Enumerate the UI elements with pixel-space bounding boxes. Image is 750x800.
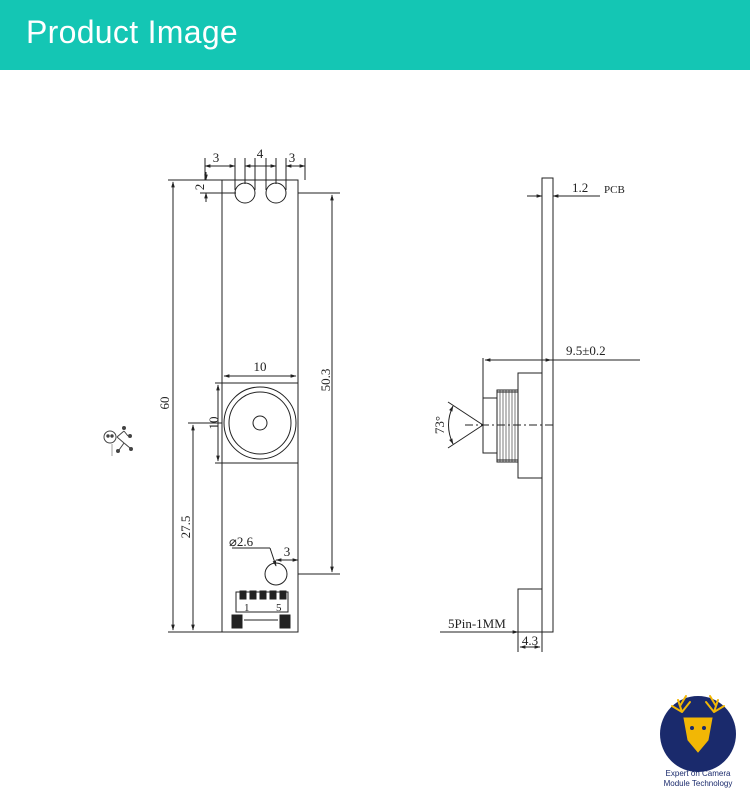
- mount-hole: [264, 562, 288, 586]
- dim-mount-hole-diameter: ⌀2.6: [229, 534, 254, 549]
- dim-pcb-thickness: 1.2: [572, 180, 588, 195]
- side-figure-icon: [103, 426, 133, 456]
- side-view-dimension-labels: 1.2 PCB 9.5±0.2 73° 5Pin-1MM 4.3: [432, 180, 625, 648]
- dim-connector-label: 5Pin-1MM: [448, 616, 506, 631]
- front-view: [168, 158, 340, 633]
- deer-icon: [671, 695, 725, 753]
- front-pcb-outline: [221, 179, 299, 633]
- top-hole-left: [234, 182, 256, 204]
- pin-first-label: 1: [244, 602, 250, 614]
- connector-pad-right: [279, 614, 291, 629]
- dim-hole-offset-left: 3: [213, 150, 220, 165]
- dim-bottom-to-lens: 27.5: [178, 516, 193, 539]
- front-view-dimension-labels: 3 4 3 2 60 27.5 10 10 50.3 ⌀2.6 3 1 5: [157, 146, 333, 614]
- logo-line1: Expert on Camera: [666, 769, 731, 778]
- logo-line2: Module Technology: [664, 779, 733, 788]
- dim-lens-width: 10: [254, 359, 267, 374]
- page-title: Product Image: [26, 14, 239, 50]
- connector-pad-left: [231, 614, 243, 629]
- side-pcb: [541, 177, 554, 633]
- dim-hole-spacing: 4: [257, 146, 264, 161]
- top-hole-right: [265, 182, 287, 204]
- dim-mount-hole-offset: 3: [284, 544, 291, 559]
- header-banner: Product Image: [0, 0, 750, 70]
- side-view: [440, 177, 640, 652]
- pin-last-label: 5: [276, 602, 282, 614]
- dim-connector-depth: 4.3: [522, 633, 538, 648]
- brand-logo: Expert on Camera Module Technology: [660, 695, 736, 788]
- lens-center: [252, 415, 268, 431]
- dim-top-offset: 2: [192, 184, 207, 191]
- dim-lens-depth: 9.5±0.2: [566, 343, 606, 358]
- side-connector: [517, 588, 543, 633]
- dim-hole-to-lens: 50.3: [318, 369, 333, 392]
- lens-outer: [223, 386, 297, 460]
- lens-housing: [221, 382, 299, 464]
- dim-pcb-label: PCB: [604, 184, 625, 196]
- dim-lens-height: 10: [206, 417, 221, 430]
- dim-fov-angle: 73°: [432, 416, 447, 434]
- dim-total-length: 60: [157, 397, 172, 410]
- lens-ring: [228, 391, 292, 455]
- dim-hole-offset-right: 3: [289, 150, 296, 165]
